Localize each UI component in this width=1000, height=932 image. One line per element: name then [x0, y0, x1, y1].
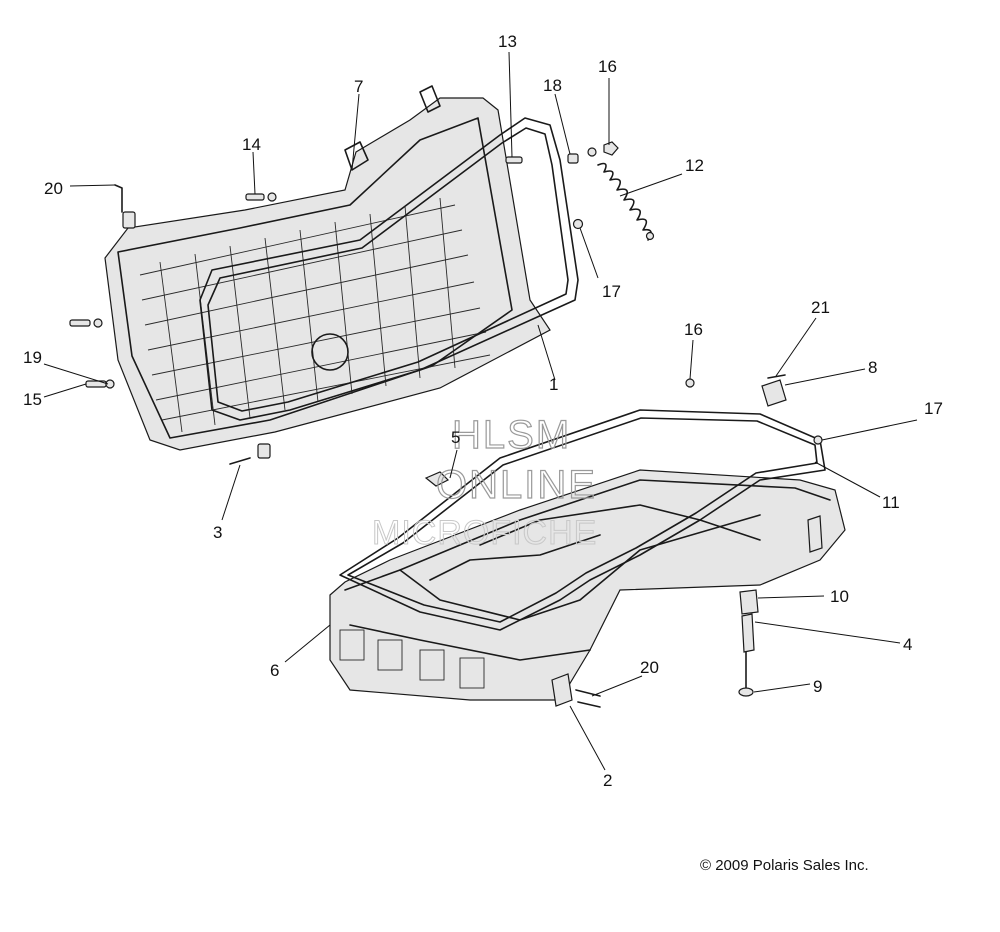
callout-6: 6 [270, 661, 279, 680]
callout-15: 15 [23, 390, 42, 409]
callout-20-lower: 20 [640, 658, 659, 677]
rack-tube-illustration [199, 117, 579, 421]
watermark-line-1: HLSM [452, 413, 571, 457]
hardware-upper [69, 141, 619, 465]
callout-10: 10 [830, 587, 849, 606]
callout-9: 9 [813, 677, 822, 696]
callout-2: 2 [603, 771, 612, 790]
callout-5: 5 [451, 428, 460, 447]
spring-illustration [587, 147, 655, 241]
watermark-line-3: MICROFICHE [372, 514, 597, 552]
callout-20-upper: 20 [44, 179, 63, 198]
grid-basket-illustration [104, 85, 551, 451]
callout-17-upper: 17 [602, 282, 621, 301]
watermark-line-2: ONLINE [436, 463, 597, 507]
seal-illustration [339, 409, 826, 631]
callout-18: 18 [543, 76, 562, 95]
callout-3: 3 [213, 523, 222, 542]
callout-8: 8 [868, 358, 877, 377]
callout-7: 7 [354, 77, 363, 96]
callout-16-upper: 16 [598, 57, 617, 76]
leader-lines [43, 51, 918, 771]
hardware-lower [424, 374, 823, 708]
callout-13: 13 [498, 32, 517, 51]
copyright-notice: © 2009 Polaris Sales Inc. [700, 857, 869, 874]
callout-4: 4 [903, 635, 912, 654]
callout-16-lower: 16 [684, 320, 703, 339]
callout-14: 14 [242, 135, 261, 154]
watermark: HLSM ONLINE MICROFICHE [372, 412, 597, 552]
callout-12: 12 [685, 156, 704, 175]
callout-17-lower: 17 [924, 399, 943, 418]
callout-11: 11 [882, 493, 900, 512]
callout-21: 21 [811, 298, 830, 317]
callout-1: 1 [549, 375, 558, 394]
callout-labels: 1 2 3 4 5 6 7 8 9 10 11 12 13 14 15 16 1… [23, 32, 943, 790]
callout-19: 19 [23, 348, 42, 367]
